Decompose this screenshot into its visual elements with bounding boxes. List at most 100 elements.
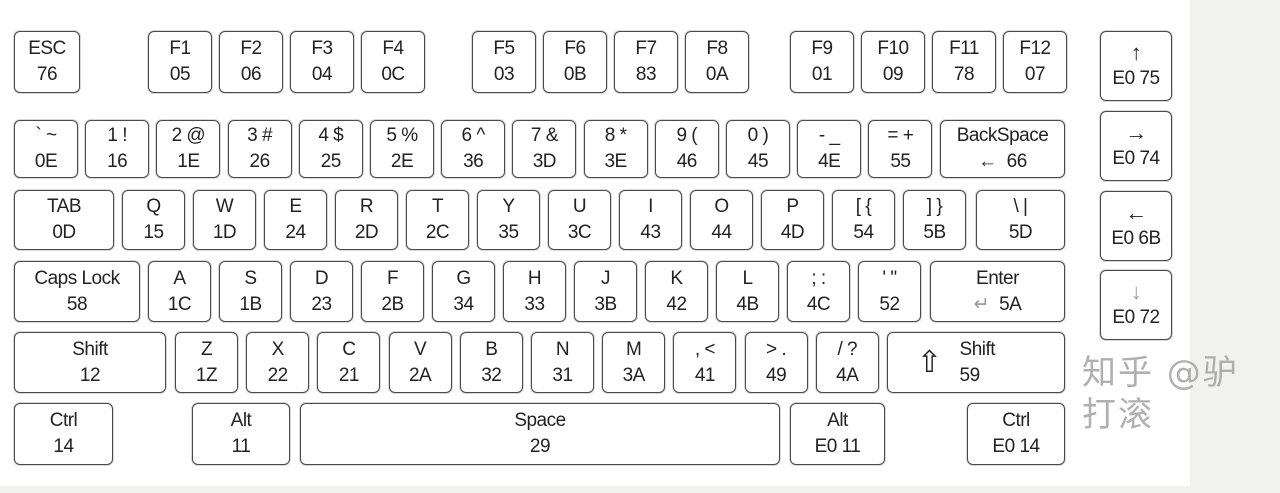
key-scancode: 05 xyxy=(169,64,191,85)
key-3-26[interactable]: 3 #26 xyxy=(227,120,292,178)
key-6-36[interactable]: 6 ^36 xyxy=(441,120,506,178)
key-label: 2 @ xyxy=(171,125,206,146)
key-7-3d[interactable]: 7 &3D xyxy=(512,120,577,178)
key-scancode: 2C xyxy=(425,222,450,243)
key-label: 0 ) xyxy=(747,125,769,146)
key-sym-5b[interactable]: ] }5B xyxy=(903,190,966,250)
key-scancode-line: 33 xyxy=(524,292,545,318)
key-4-25[interactable]: 4 $25 xyxy=(298,120,363,178)
key-label: G xyxy=(456,267,471,289)
key-scancode-line: 4C xyxy=(807,292,831,318)
key-9-46[interactable]: 9 (46 xyxy=(654,120,719,178)
key-sym-55[interactable]: = +55 xyxy=(868,120,933,178)
shift-arrow-icon: ⇧ xyxy=(916,345,942,379)
key-scancode: 0B xyxy=(563,64,587,85)
key-scancode-line: 4A xyxy=(836,363,859,389)
key-label: A xyxy=(173,267,186,289)
key-scancode: 44 xyxy=(711,222,732,243)
key-sym-4a[interactable]: / ?4A xyxy=(815,332,879,393)
key-scancode-line: 5D xyxy=(1008,220,1033,246)
key-scancode-line: 03 xyxy=(494,62,515,88)
key-enter-5a[interactable]: Enter↵5A xyxy=(930,261,1065,322)
key-sym-5d[interactable]: \ |5D xyxy=(976,190,1065,250)
key-sym-0e[interactable]: ` ~0E xyxy=(14,120,78,178)
key-label: Y xyxy=(502,196,515,217)
key-scancode: 3E xyxy=(604,151,627,172)
key-sym-41[interactable]: , <41 xyxy=(673,332,737,393)
key-label: T xyxy=(431,196,444,217)
key-0-45[interactable]: 0 )45 xyxy=(726,120,790,178)
key-arrow-right[interactable]: →E0 74 xyxy=(1100,111,1172,181)
key-5-2e[interactable]: 5 %2E xyxy=(370,120,434,178)
key-arrow-down[interactable]: ↓E0 72 xyxy=(1100,270,1172,340)
key-sym-4e[interactable]: - _4E xyxy=(797,120,862,178)
key-scancode-line: 4E xyxy=(818,149,841,175)
key-sym-54[interactable]: [ {54 xyxy=(832,190,895,250)
key-backspace-66[interactable]: BackSpace←66 xyxy=(940,120,1065,178)
key-sym-4c[interactable]: ; :4C xyxy=(787,261,850,322)
key-2-1e[interactable]: 2 @1E xyxy=(156,120,221,178)
key-label: 4 $ xyxy=(318,125,344,146)
key-scancode-line: 31 xyxy=(552,363,573,389)
key-scancode-line: 04 xyxy=(312,62,333,88)
key-arrow-up[interactable]: ↑E0 75 xyxy=(1100,31,1172,101)
key-sym-49[interactable]: > .49 xyxy=(744,332,808,393)
key-arrow-left[interactable]: ←E0 6B xyxy=(1100,191,1172,261)
key-8-3e[interactable]: 8 *3E xyxy=(583,120,648,178)
key-1-16[interactable]: 1 !16 xyxy=(85,120,150,178)
key-t-2c[interactable]: T 2C xyxy=(406,190,469,250)
key-sym-52[interactable]: ' "52 xyxy=(858,261,921,322)
key-scancode: 0A xyxy=(705,64,729,85)
key-label: R xyxy=(359,196,374,217)
key-scancode-line: 2C xyxy=(425,220,450,246)
key-scancode: 5D xyxy=(1008,222,1033,243)
